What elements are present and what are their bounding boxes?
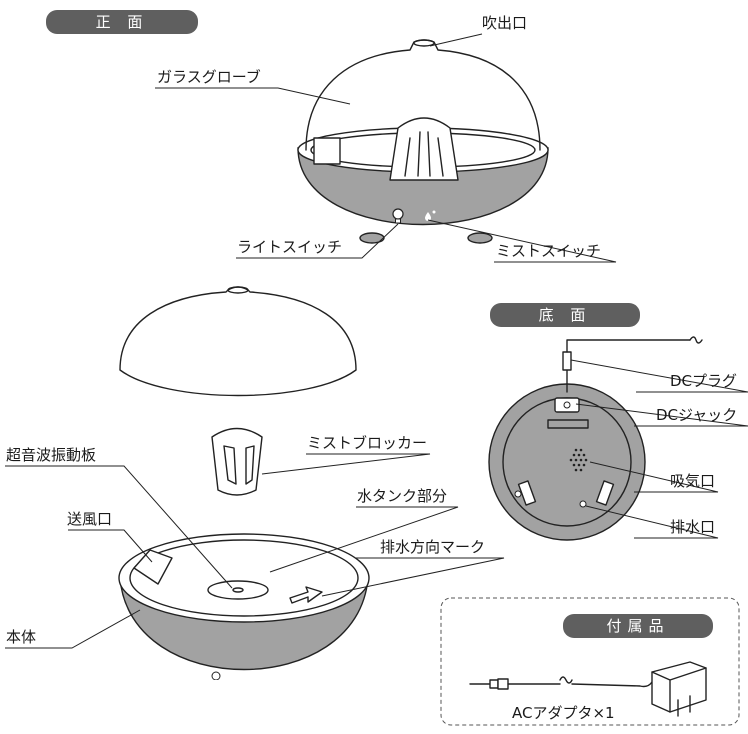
label-main-body: 本体 [6, 628, 37, 646]
assembled-humidifier [297, 39, 549, 244]
mist-blocker-windows [223, 445, 255, 485]
drain-port-hole [579, 500, 587, 508]
glass-globe-exploded [119, 286, 357, 397]
label-ultrasonic-plate: 超音波振動板 [6, 446, 97, 464]
label-outlet: 吹出口 [482, 14, 528, 32]
label-air-intake: 吸気口 [670, 472, 716, 490]
foot [359, 232, 385, 244]
label-mist-switch: ミストスイッチ [496, 242, 602, 260]
air-outlet-block [313, 137, 341, 165]
bottom-view [488, 336, 703, 541]
foot [467, 232, 493, 244]
outlet-nozzle [413, 39, 435, 47]
label-dc-jack: DCジャック [656, 406, 738, 424]
globe-nozzle [227, 286, 249, 294]
label-air-outlet: 送風口 [67, 510, 113, 528]
mist-blocker-slots [404, 131, 444, 177]
label-water-tank: 水タンク部分 [357, 487, 448, 505]
bottom-slot [547, 419, 589, 429]
section-accessory: 付属品 [563, 614, 713, 638]
bottom-screw [514, 490, 522, 498]
dc-plug [562, 351, 572, 371]
label-light-switch: ライトスイッチ [237, 238, 343, 256]
drain-arrow-icon [289, 586, 323, 604]
leader-lines [5, 33, 748, 649]
main-body-inner-rim [129, 539, 359, 617]
main-body-rim [118, 533, 370, 623]
exploded-humidifier [118, 286, 370, 683]
section-front: 正 面 [46, 10, 198, 34]
cable-break [689, 336, 703, 344]
air-outlet-block-exploded [133, 549, 173, 585]
ultrasonic-plate-center [232, 587, 244, 593]
dc-cable [566, 339, 691, 353]
air-intake-grille [569, 448, 588, 472]
label-dc-plug: DCプラグ [670, 372, 738, 390]
light-bulb-icon [392, 208, 404, 224]
label-mist-blocker: ミストブロッカー [307, 434, 428, 452]
section-bottom: 底 面 [490, 303, 640, 327]
label-glass-globe: ガラスグローブ [157, 68, 261, 86]
bottom-foot-right [595, 480, 615, 506]
dc-jack-hole [563, 401, 571, 409]
accessory-box [440, 597, 740, 726]
ac-adapter [469, 661, 707, 717]
water-drop-icon [243, 671, 254, 683]
water-drop-icon [425, 210, 436, 221]
label-drain-mark: 排水方向マーク [380, 538, 486, 556]
label-ac-adapter: ACアダプタ×1 [512, 704, 615, 722]
label-drain-port: 排水口 [670, 518, 716, 536]
light-bulb-icon [211, 671, 221, 683]
mist-blocker-inner [389, 117, 459, 181]
bottom-foot-left [517, 480, 537, 506]
mist-blocker [211, 427, 263, 496]
ultrasonic-plate-disc [207, 580, 269, 600]
